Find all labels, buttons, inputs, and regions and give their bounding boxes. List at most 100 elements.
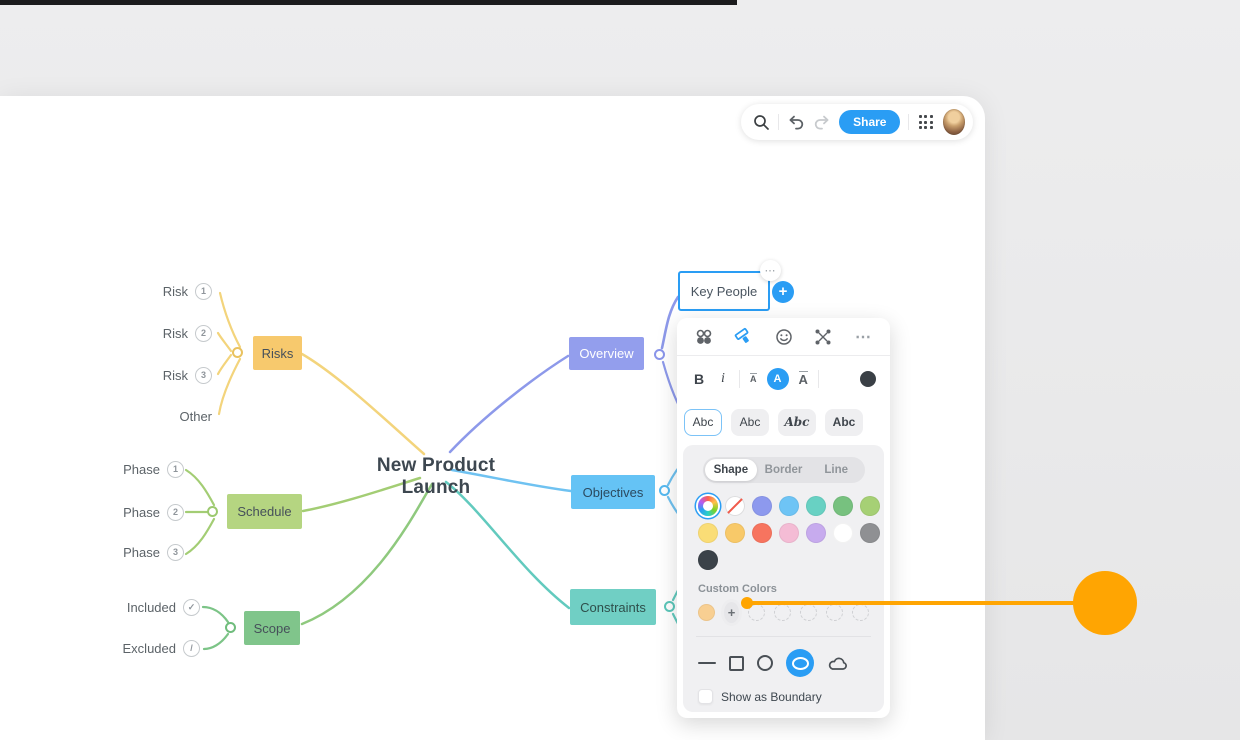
color-swatch[interactable] (698, 523, 718, 543)
shape-circle-option[interactable] (757, 655, 773, 671)
subtopic-label: Risk (162, 325, 188, 341)
style-tabs: Shape Border Line (702, 457, 865, 483)
italic-button[interactable]: i (721, 370, 725, 386)
color-row-2 (692, 523, 880, 543)
node-more-icon[interactable]: ⋯ (760, 260, 781, 281)
joint-overview[interactable] (654, 349, 665, 360)
font-style-script-button[interactable]: Abc (778, 408, 816, 436)
shape-cloud-option[interactable] (827, 655, 849, 672)
joint-objectives[interactable] (659, 485, 670, 496)
text-format-row: B i A A A (677, 356, 890, 401)
style-presets-icon[interactable] (693, 326, 715, 348)
subtopic-label: Risk (162, 367, 188, 383)
avatar[interactable] (942, 109, 965, 135)
color-swatch[interactable] (833, 523, 853, 543)
topic-overview[interactable]: Overview (569, 337, 644, 370)
topic-schedule[interactable]: Schedule (227, 494, 302, 529)
bold-button[interactable]: B (693, 370, 705, 387)
show-as-boundary-checkbox[interactable] (698, 689, 713, 704)
topic-key-people[interactable]: Key People (678, 271, 770, 311)
shape-line-option[interactable] (698, 661, 716, 665)
topic-objectives[interactable]: Objectives (571, 475, 655, 509)
custom-color-swatch[interactable] (698, 604, 715, 621)
undo-icon[interactable] (787, 112, 805, 132)
divider (778, 114, 780, 130)
color-swatch[interactable] (860, 496, 880, 516)
circled-number-icon: 3 (167, 543, 184, 561)
subtopic-label: Other (179, 408, 212, 424)
empty-color-slot (748, 604, 765, 621)
color-swatch[interactable] (725, 523, 745, 543)
color-swatch[interactable] (752, 496, 772, 516)
color-swatch[interactable] (698, 550, 718, 570)
circled-number-icon: 1 (167, 460, 184, 478)
topic-phase-3[interactable]: Phase 3 (92, 543, 184, 561)
tab-line[interactable]: Line (824, 464, 848, 476)
subtopic-label: Excluded (122, 640, 176, 656)
circled-number-icon: 3 (195, 366, 212, 384)
apps-grid-icon[interactable] (917, 112, 934, 132)
color-swatch[interactable] (752, 523, 772, 543)
subtopic-label: Phase (123, 544, 160, 560)
font-style-default-button[interactable]: Abc (684, 408, 722, 436)
subtopic-label: Phase (123, 461, 160, 477)
topic-constraints[interactable]: Constraints (570, 589, 656, 625)
style-panel: ⋯ B i A A A Abc Abc Abc Abc Shape Border… (677, 318, 890, 718)
divider (696, 636, 871, 637)
share-button[interactable]: Share (839, 110, 901, 134)
font-size-large-button[interactable]: A (798, 371, 808, 387)
divider (817, 369, 819, 388)
subtopic-label: Phase (123, 504, 160, 520)
circled-number-icon: 2 (195, 324, 212, 342)
color-swatch[interactable] (779, 496, 799, 516)
font-size-small-button[interactable]: A (750, 373, 757, 384)
color-swatch[interactable] (806, 523, 826, 543)
emoji-icon[interactable] (773, 326, 795, 348)
annotation-circle (1073, 571, 1137, 635)
slash-circle-icon: / (183, 639, 200, 657)
topic-risk-1[interactable]: Risk 1 (120, 282, 212, 300)
font-style-bold-button[interactable]: Abc (825, 408, 863, 436)
font-color-button[interactable] (860, 370, 876, 387)
add-child-topic-button[interactable]: + (772, 281, 794, 303)
font-style-plain-button[interactable]: Abc (731, 408, 769, 436)
topic-risk-2[interactable]: Risk 2 (120, 324, 212, 342)
tab-border[interactable]: Border (764, 464, 803, 476)
search-icon[interactable] (753, 112, 770, 132)
topic-phase-2[interactable]: Phase 2 (92, 503, 184, 521)
shape-rectangle-option[interactable] (729, 655, 744, 671)
shape-settings-section: Shape Border Line Custom Colors (683, 445, 884, 712)
divider (739, 369, 740, 388)
topic-scope[interactable]: Scope (244, 611, 300, 645)
subtopic-label: Risk (162, 283, 188, 299)
color-wheel-swatch[interactable] (698, 496, 718, 516)
topic-phase-1[interactable]: Phase 1 (92, 460, 184, 478)
color-swatch[interactable] (860, 523, 880, 543)
joint-schedule[interactable] (207, 506, 218, 517)
redo-icon[interactable] (813, 112, 831, 132)
color-swatch[interactable] (806, 496, 826, 516)
topic-risk-3[interactable]: Risk 3 (120, 366, 212, 384)
show-as-boundary-label: Show as Boundary (721, 689, 822, 704)
topic-risks[interactable]: Risks (253, 336, 302, 370)
topic-included[interactable]: Included ✓ (108, 598, 200, 616)
topic-excluded[interactable]: Excluded / (108, 639, 200, 657)
joint-constraints[interactable] (664, 601, 675, 612)
panel-icon-row: ⋯ (677, 318, 890, 355)
joint-risks[interactable] (232, 347, 243, 358)
add-custom-color-button[interactable]: + (724, 602, 739, 623)
no-color-swatch[interactable] (725, 496, 745, 516)
empty-color-slot (852, 604, 869, 621)
tab-shape[interactable]: Shape (704, 459, 758, 481)
color-swatch[interactable] (833, 496, 853, 516)
connection-icon[interactable] (812, 326, 834, 348)
joint-scope[interactable] (225, 622, 236, 633)
topic-other[interactable]: Other (120, 407, 212, 425)
custom-colors-row: + (692, 602, 875, 623)
format-paint-icon[interactable] (733, 326, 755, 348)
more-icon[interactable]: ⋯ (855, 328, 871, 346)
central-topic[interactable]: New Product Launch (376, 455, 496, 498)
font-size-medium-button[interactable]: A (766, 367, 789, 390)
shape-ellipse-option-selected[interactable] (786, 649, 814, 677)
color-swatch[interactable] (779, 523, 799, 543)
